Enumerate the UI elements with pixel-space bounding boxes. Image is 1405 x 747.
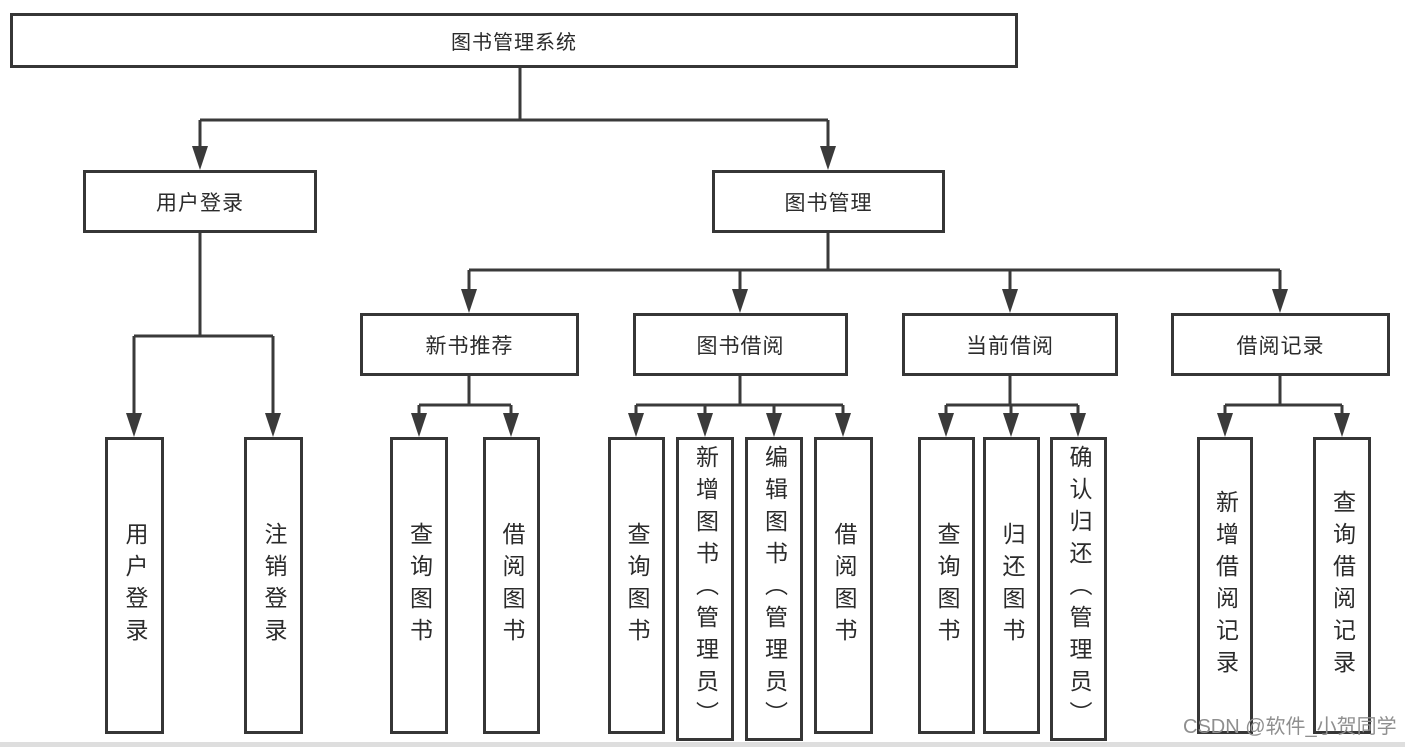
csdn-watermark: CSDN @软件_小贺同学 bbox=[1183, 716, 1397, 738]
node-query-books-current: 查询图书 bbox=[918, 437, 975, 734]
node-confirm-return-admin: 确认归还（管理员） bbox=[1050, 437, 1107, 741]
node-label: 注销登录 bbox=[261, 521, 287, 650]
node-label: 确认归还（管理员） bbox=[1066, 445, 1092, 733]
node-label: 新增借阅记录 bbox=[1212, 489, 1239, 682]
node-user-login-branch: 用户登录 bbox=[83, 170, 317, 233]
node-library-management-system: 图书管理系统 bbox=[10, 13, 1018, 68]
node-label: 归还图书 bbox=[999, 521, 1025, 650]
node-add-books-admin: 新增图书（管理员） bbox=[676, 437, 734, 741]
node-query-books-rec: 查询图书 bbox=[390, 437, 448, 734]
node-add-borrow-record: 新增借阅记录 bbox=[1197, 437, 1253, 734]
node-current-borrowing: 当前借阅 bbox=[902, 313, 1118, 376]
node-borrow-books-rec: 借阅图书 bbox=[483, 437, 540, 734]
node-label: 编辑图书（管理员） bbox=[761, 445, 788, 733]
node-label: 查询图书 bbox=[406, 521, 433, 650]
node-book-management-branch: 图书管理 bbox=[712, 170, 945, 233]
node-query-borrow-record: 查询借阅记录 bbox=[1313, 437, 1371, 734]
node-query-books-borrow: 查询图书 bbox=[608, 437, 665, 734]
node-label: 用户登录 bbox=[122, 521, 148, 650]
bottom-edge-strip bbox=[0, 742, 1405, 747]
node-new-book-recommendation: 新书推荐 bbox=[360, 313, 579, 376]
node-label: 新增图书（管理员） bbox=[692, 445, 719, 733]
node-label: 查询图书 bbox=[624, 521, 650, 650]
node-label: 借阅图书 bbox=[831, 521, 857, 650]
node-label: 借阅图书 bbox=[499, 521, 525, 650]
node-return-books: 归还图书 bbox=[983, 437, 1040, 734]
node-book-borrowing: 图书借阅 bbox=[633, 313, 848, 376]
node-label: 查询图书 bbox=[934, 521, 960, 650]
node-label: 查询借阅记录 bbox=[1329, 489, 1356, 682]
node-user-login-leaf: 用户登录 bbox=[105, 437, 164, 734]
node-borrow-books-leaf: 借阅图书 bbox=[814, 437, 873, 734]
node-edit-books-admin: 编辑图书（管理员） bbox=[745, 437, 803, 741]
node-borrowing-records: 借阅记录 bbox=[1171, 313, 1390, 376]
node-logout-leaf: 注销登录 bbox=[244, 437, 303, 734]
